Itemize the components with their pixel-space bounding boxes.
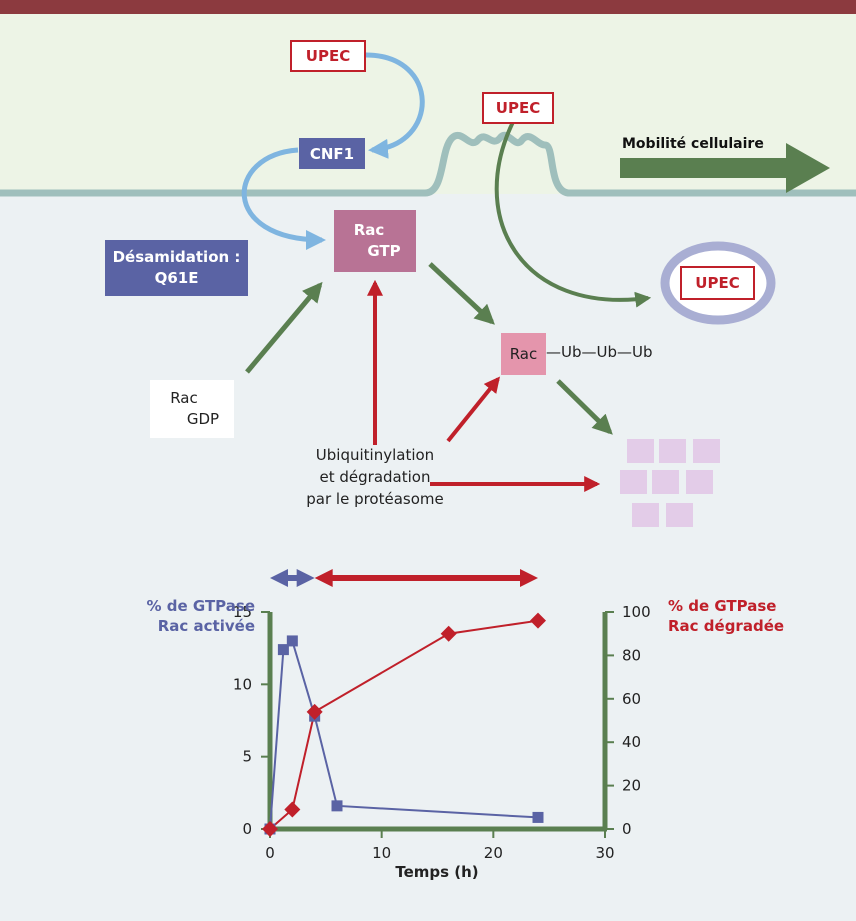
x-tick-label: 20 [484, 844, 503, 862]
left-y-tick-label: 0 [242, 820, 252, 838]
left-y-tick-label: 15 [233, 603, 252, 621]
right-y-axis-title: % de GTPase Rac dégradée [668, 596, 838, 636]
left-y-axis-title: % de GTPase Rac activée [80, 596, 255, 636]
deamidation-box: Désamidation : Q61E [105, 240, 248, 296]
motility-arrow [620, 143, 830, 193]
right-y-tick-label: 0 [622, 820, 632, 838]
ubiquitinylation-line2: et dégradation [319, 468, 431, 486]
rac-gdp-label-line1: Rac [170, 389, 198, 407]
data-point-degraded [284, 801, 301, 818]
ubiquitinylation-label: Ubiquitinylation et dégradation par le p… [290, 444, 460, 510]
chart-ticks: 0 10 20 30 0 5 10 15 0 20 40 60 80 100 [233, 603, 651, 862]
motility-label: Mobilité cellulaire [622, 136, 764, 152]
x-tick-label: 30 [595, 844, 614, 862]
upec-invading-label: UPEC [495, 99, 541, 117]
cell-membrane [0, 132, 856, 197]
upec-to-cnf1-arrow [365, 52, 425, 159]
right-y-tick-label: 40 [622, 733, 641, 751]
proteasome-fragments [620, 439, 720, 527]
phase-arrow [270, 569, 315, 587]
upec-vacuole-label: UPEC [695, 274, 740, 292]
top-border [0, 0, 856, 14]
series-line-right [269, 619, 539, 830]
deamidation-label-line2: Q61E [154, 269, 199, 287]
phase-arrows [270, 569, 538, 587]
left-y-tick-label: 10 [233, 675, 252, 693]
ub-chain: —Ub—Ub—Ub [546, 343, 653, 361]
data-point-activated [532, 811, 544, 823]
rac-gtp-label-line1: Rac [353, 221, 385, 239]
racgdp-to-racgtp-arrow [245, 281, 323, 374]
x-tick-label: 0 [265, 844, 275, 862]
upec-invading-box: UPEC [482, 92, 554, 124]
rac-gtp-label-line2: GTP [367, 242, 401, 260]
data-point-activated [277, 644, 289, 656]
rac-gtp-box: Rac GTP [334, 210, 416, 272]
left-y-title-line2: Rac activée [157, 617, 255, 635]
rac-gdp-box: Rac GDP [150, 380, 234, 438]
right-y-tick-label: 80 [622, 646, 641, 664]
right-y-title-line1: % de GTPase [668, 597, 777, 615]
data-point-degraded [262, 821, 278, 837]
rac-gdp-label-line2: GDP [186, 410, 220, 428]
data-point-degraded [440, 625, 457, 642]
upec-outside-box: UPEC [290, 40, 366, 72]
data-point-activated [331, 800, 343, 812]
ubiquitinylation-line3: par le protéasome [306, 490, 444, 508]
right-y-tick-label: 100 [622, 603, 651, 621]
x-axis-title: Temps (h) [395, 863, 478, 881]
right-y-tick-label: 60 [622, 690, 641, 708]
left-y-tick-label: 5 [242, 748, 252, 766]
deamidation-label-line1: Désamidation : [112, 248, 241, 266]
invasion-arrow [494, 117, 652, 308]
upec-vacuole-box: UPEC [680, 266, 755, 300]
data-point-degraded [530, 612, 546, 629]
rac-ub-box: Rac [501, 333, 546, 375]
data-point-activated [286, 635, 298, 647]
chart: 0 10 20 30 0 5 10 15 0 20 40 60 80 100 Temps (h) [233, 569, 651, 881]
left-y-title-line1: % de GTPase [146, 597, 255, 615]
series-lines [269, 619, 539, 830]
cnf1-box: CNF1 [299, 138, 365, 169]
cnf1-label: CNF1 [309, 144, 355, 163]
racub-to-proteasome-arrow [556, 379, 613, 435]
cnf1-to-racgtp-arrow [241, 147, 326, 250]
series-markers [262, 612, 546, 837]
ubiq-to-racub-arrow [446, 376, 501, 443]
x-tick-label: 10 [372, 844, 391, 862]
right-y-tick-label: 20 [622, 777, 641, 795]
upec-outside-label: UPEC [305, 47, 351, 65]
right-y-title-line2: Rac dégradée [668, 617, 785, 635]
series-line-left [269, 639, 539, 830]
ubiquitinylation-line1: Ubiquitinylation [315, 446, 435, 464]
data-point-degraded [306, 703, 323, 720]
phase-arrow [314, 569, 538, 587]
racgtp-to-racub-arrow [428, 262, 495, 325]
rac-ub-label: Rac [509, 345, 538, 363]
